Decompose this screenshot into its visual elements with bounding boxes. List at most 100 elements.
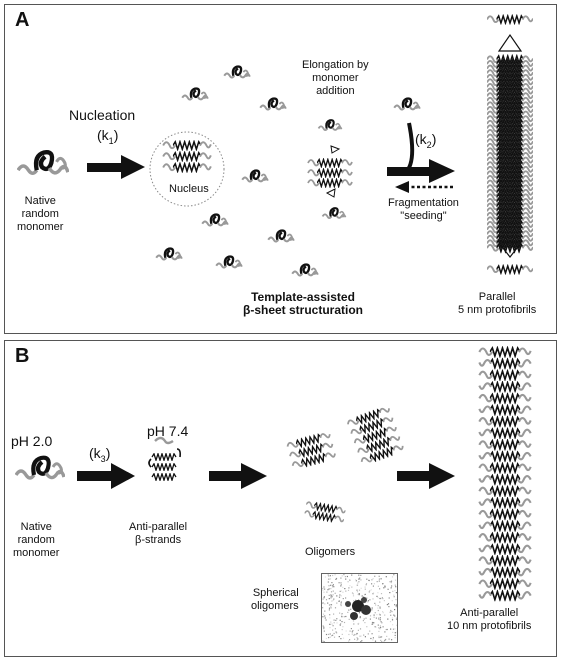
noise-dot [356, 632, 358, 635]
noise-dot [360, 635, 362, 637]
noise-dot [336, 595, 338, 597]
noise-dot [353, 600, 355, 602]
noise-dot [389, 611, 391, 613]
noise-dot [374, 602, 376, 604]
k3-label: (k3) [89, 445, 111, 464]
noise-dot [357, 582, 359, 584]
native-monomer-b [16, 458, 64, 478]
noise-dot [379, 619, 381, 621]
noise-dot [380, 597, 382, 600]
fibril-unit [479, 476, 530, 484]
noise-dot [372, 585, 374, 587]
noise-dot [351, 574, 353, 576]
noise-dot [323, 591, 325, 593]
noise-dot [394, 590, 396, 592]
noise-dot [359, 628, 362, 630]
noise-dot [358, 612, 360, 614]
fibril-unit [479, 360, 530, 368]
noise-dot [377, 607, 379, 609]
noise-dot [322, 607, 324, 609]
noise-dot [395, 599, 397, 601]
noise-dot [322, 613, 325, 615]
noise-dot [392, 628, 395, 630]
bottom-monomer-a [487, 266, 533, 273]
noise-dot [381, 641, 383, 642]
noise-dot [386, 635, 388, 637]
noise-dot [333, 636, 336, 638]
native-label-b: Native random monomer [13, 521, 60, 559]
noise-dot [328, 609, 330, 611]
k1-label: (k1) [97, 127, 119, 146]
noise-dot [331, 586, 334, 588]
noise-dot [348, 633, 350, 636]
nucleus-circle [149, 131, 225, 207]
noise-dot [360, 574, 362, 576]
noise-dot [323, 626, 325, 628]
noise-dot [350, 608, 352, 610]
noise-dot [328, 594, 330, 596]
parallel-protofibril [487, 56, 533, 252]
noise-dot [350, 628, 352, 630]
top-monomer-a [487, 16, 533, 23]
noise-dot [339, 594, 341, 596]
noise-dot [390, 580, 393, 582]
noise-dot [356, 639, 358, 641]
noise-dot [352, 630, 354, 632]
noise-dot [385, 576, 387, 578]
noise-dot [332, 634, 334, 636]
anti-strands-label: Anti-parallel β-strands [129, 521, 188, 546]
noise-dot [371, 623, 373, 625]
noise-dot [327, 581, 329, 583]
noise-dot [387, 588, 389, 590]
noise-dot [379, 597, 381, 600]
noise-dot [368, 579, 370, 582]
panel-b-graphics [5, 341, 558, 658]
noise-dot [396, 624, 397, 626]
noise-dot [330, 584, 332, 586]
noise-dot [324, 588, 326, 590]
noise-dot [394, 609, 396, 611]
noise-dot [373, 583, 375, 585]
parallel-label: Parallel 5 nm protofibrils [458, 291, 537, 316]
fibril-unit [479, 418, 530, 426]
fibril-unit [479, 545, 530, 553]
noise-dot [353, 634, 355, 636]
noise-dot [360, 579, 362, 581]
noise-dot [323, 628, 325, 630]
noise-dot [363, 634, 365, 636]
noise-dot [335, 631, 337, 633]
noise-dot [327, 574, 329, 576]
panel-b: B [4, 340, 557, 657]
noise-dot [358, 581, 360, 583]
noise-dot [340, 623, 342, 625]
noise-dot [349, 639, 351, 641]
noise-dot [379, 614, 381, 616]
noise-dot [369, 599, 371, 601]
noise-dot [322, 598, 324, 600]
noise-dot [351, 633, 353, 635]
noise-dot [330, 594, 332, 596]
protofibril-arrow [397, 463, 455, 489]
noise-dot [359, 635, 361, 637]
noise-dot [358, 589, 361, 591]
noise-dot [385, 638, 387, 641]
noise-dot [322, 625, 324, 627]
noise-dot [378, 575, 380, 577]
noise-dot [368, 579, 370, 581]
noise-dot [344, 588, 346, 590]
fibril-unit [479, 592, 530, 600]
noise-dot [391, 576, 394, 578]
noise-dot [388, 606, 390, 608]
noise-dot [340, 604, 342, 606]
noise-dot [343, 574, 345, 576]
noise-dot [364, 593, 366, 595]
noise-dot [322, 589, 324, 591]
noise-dot [341, 613, 343, 615]
noise-dot [384, 586, 386, 588]
noise-dot [378, 617, 380, 619]
noise-dot [332, 590, 334, 592]
template-label: Template-assisted β-sheet structuration [243, 290, 364, 317]
noise-dot [378, 613, 381, 615]
noise-dot [355, 634, 357, 636]
noise-dot [324, 610, 326, 612]
